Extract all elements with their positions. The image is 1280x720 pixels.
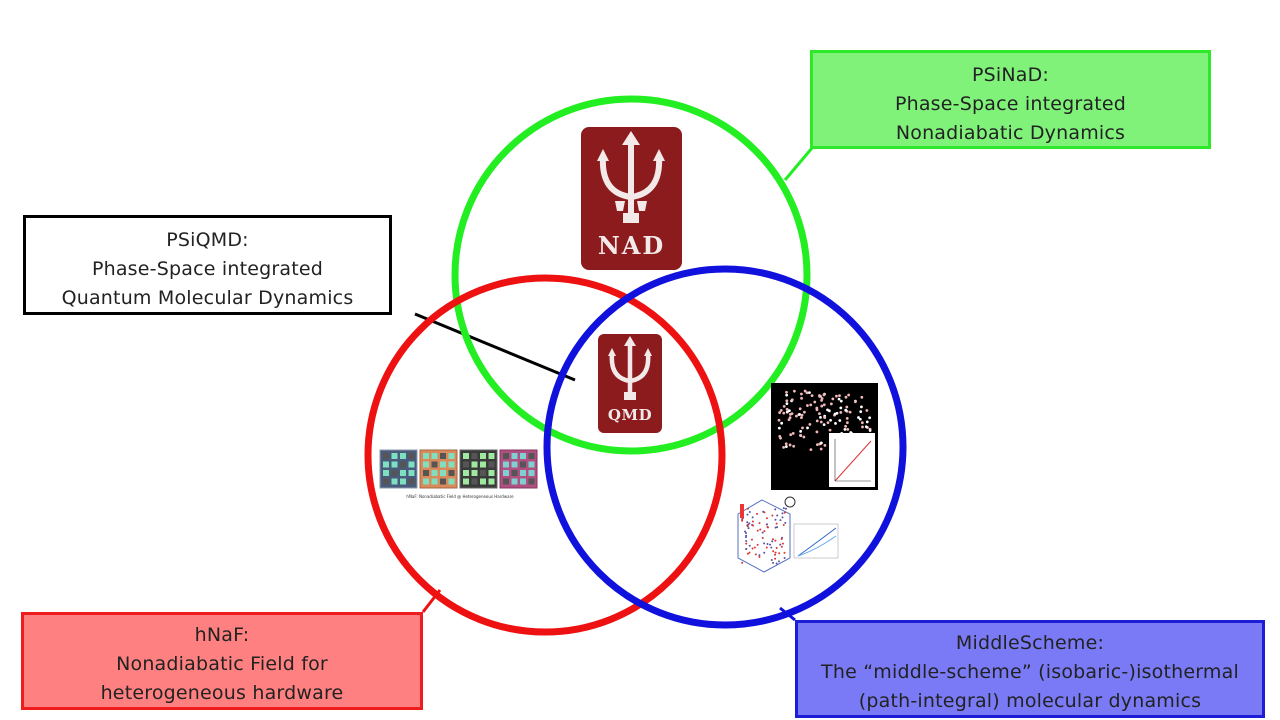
psinad-line2: Nonadiabatic Dynamics: [895, 122, 1126, 144]
middlescheme-line2: (path-integral) molecular dynamics: [858, 690, 1202, 712]
psinad-box: PSiNaD: Phase-Space integrated Nonadiaba…: [810, 50, 1211, 149]
hnaf-hardware-thumbnail: hNaF: Nonadiabatic Field @ Heterogeneous…: [378, 446, 542, 502]
connector-psinad: [783, 147, 814, 181]
psiqmd-box: PSiQMD: Phase-Space integrated Quantum M…: [23, 215, 392, 315]
middlescheme-line1: The “middle-scheme” (isobaric-)isotherma…: [821, 661, 1239, 683]
pimd-thumbnail: [732, 496, 842, 574]
nad-logo: NAD: [581, 127, 682, 270]
gauge-icon: [784, 496, 796, 508]
qmd-logo-label: QMD: [607, 406, 653, 424]
psinad-title: PSiNaD:: [971, 64, 1050, 86]
nad-logo-label: NAD: [597, 231, 666, 260]
md-inset-plot: [829, 433, 875, 487]
hnaf-thumbnail-caption: hNaF: Nonadiabatic Field @ Heterogeneous…: [406, 494, 514, 499]
connector-psiqmd: [414, 312, 576, 382]
circle-psinad: [451, 95, 811, 455]
circle-hnaf: [364, 274, 726, 636]
thermometer-icon: [740, 504, 744, 518]
middlescheme-box: MiddleScheme: The “middle-scheme” (isoba…: [795, 620, 1265, 718]
middlescheme-title: MiddleScheme:: [955, 632, 1105, 654]
psiqmd-title: PSiQMD:: [166, 229, 249, 251]
psiqmd-line1: Phase-Space integrated: [91, 258, 324, 280]
trident-icon: [608, 336, 652, 400]
qmd-logo: QMD: [598, 334, 662, 433]
hnaf-line2: heterogeneous hardware: [100, 682, 344, 704]
hnaf-box: hNaF: Nonadiabatic Field for heterogeneo…: [21, 612, 423, 710]
md-simulation-thumbnail: [771, 383, 878, 490]
psiqmd-line2: Quantum Molecular Dynamics: [61, 287, 354, 309]
hnaf-line1: Nonadiabatic Field for: [116, 653, 328, 675]
circle-middlescheme: [543, 265, 907, 629]
trident-icon: [597, 131, 665, 223]
hnaf-title: hNaF:: [194, 624, 250, 646]
psinad-line1: Phase-Space integrated: [894, 93, 1127, 115]
